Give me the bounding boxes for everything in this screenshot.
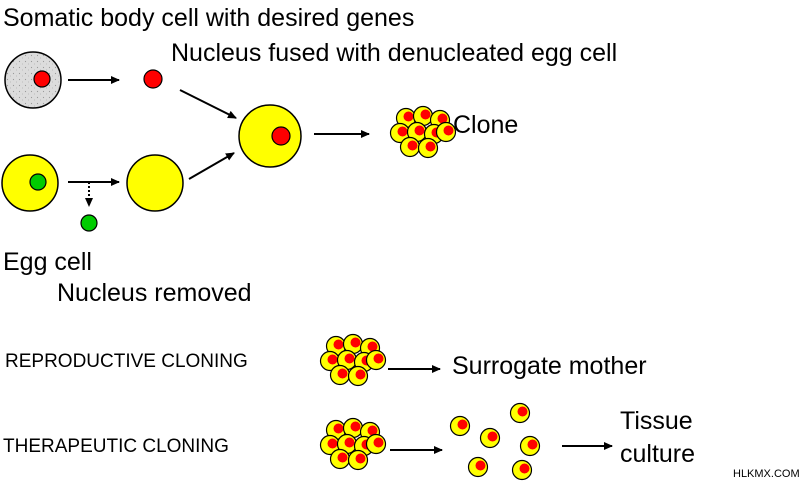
- dispersed-cells: [449, 402, 541, 481]
- small-cell-nucleus: [344, 437, 355, 448]
- small-cell-nucleus: [425, 141, 436, 152]
- watermark: HLKMX.COM: [733, 468, 800, 480]
- therapeutic-cloning-label: THERAPEUTIC CLONING: [3, 436, 229, 457]
- extracted-nucleus: [143, 69, 163, 89]
- small-cell-nucleus: [414, 125, 425, 136]
- small-cell-nucleus: [443, 125, 454, 136]
- small-cell-nucleus: [337, 368, 348, 379]
- small-cell-nucleus: [373, 437, 384, 448]
- small-cell-nucleus: [327, 354, 338, 365]
- fused-cell: [238, 104, 302, 168]
- small-cell-nucleus: [487, 431, 498, 442]
- egg-cell: [1, 154, 59, 212]
- small-cell-nucleus: [355, 453, 366, 464]
- small-cell-nucleus: [333, 423, 344, 434]
- somatic-cell: [4, 51, 62, 109]
- small-cell-nucleus: [519, 463, 530, 474]
- small-cell-nucleus: [373, 353, 384, 364]
- small-cell-nucleus: [437, 113, 448, 124]
- denucleated-egg-cell: [126, 154, 184, 212]
- therapeutic-cell-cluster: [319, 417, 387, 471]
- small-cell-nucleus: [367, 425, 378, 436]
- small-cell-nucleus: [367, 341, 378, 352]
- small-cell-nucleus: [527, 439, 538, 450]
- small-cell-nucleus: [350, 337, 361, 348]
- small-cell-nucleus: [337, 452, 348, 463]
- arrow-denucleated-to-fused: [188, 152, 235, 180]
- small-cell-nucleus: [344, 353, 355, 364]
- fused-cell-label: Nucleus fused with denucleated egg cell: [171, 39, 618, 67]
- removed-nucleus: [80, 214, 98, 232]
- small-cell-nucleus: [457, 419, 468, 430]
- surrogate-mother-label: Surrogate mother: [452, 352, 647, 380]
- small-cell-nucleus: [327, 438, 338, 449]
- egg-cell-label: Egg cell: [3, 248, 92, 276]
- somatic-cell-label: Somatic body cell with desired genes: [3, 4, 415, 32]
- small-cell-nucleus: [355, 369, 366, 380]
- small-cell-nucleus: [517, 406, 528, 417]
- arrow-nucleus-to-fused: [179, 89, 237, 119]
- small-cell-nucleus: [407, 140, 418, 151]
- reproductive-cloning-label: REPRODUCTIVE CLONING: [5, 351, 248, 372]
- small-cell-nucleus: [333, 339, 344, 350]
- nucleus-removed-label: Nucleus removed: [57, 279, 252, 307]
- tissue-label: Tissue: [620, 407, 693, 435]
- small-cell-nucleus: [350, 421, 361, 432]
- small-cell-nucleus: [403, 111, 414, 122]
- clone-cell-cluster: [389, 105, 457, 159]
- culture-label: culture: [620, 440, 696, 468]
- small-cell-nucleus: [475, 460, 486, 471]
- small-cell-nucleus: [420, 109, 431, 120]
- reproductive-cell-cluster: [319, 333, 387, 387]
- clone-label: Clone: [453, 111, 519, 139]
- small-cell-nucleus: [397, 126, 408, 137]
